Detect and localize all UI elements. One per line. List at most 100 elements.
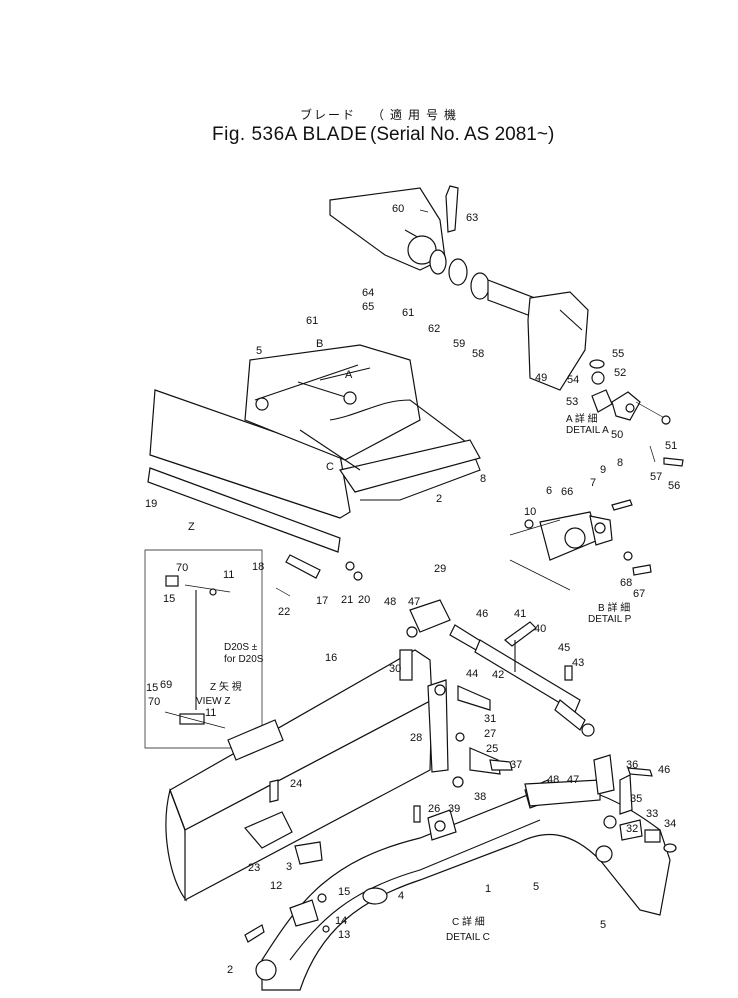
callout-40: 40 (534, 623, 546, 635)
marker-c: C (326, 461, 334, 473)
callout-25: 25 (486, 743, 498, 755)
callout-52: 52 (614, 367, 626, 379)
callout-62: 62 (428, 323, 440, 335)
callout-38: 38 (474, 791, 486, 803)
upper-blade (147, 344, 481, 597)
title-japanese: ブレード (300, 108, 357, 122)
detail-a-parts (589, 359, 684, 467)
callout-31: 31 (484, 713, 496, 725)
callout-26: 26 (428, 803, 440, 815)
callout-61: 61 (402, 307, 414, 319)
lower-blade (165, 649, 433, 902)
callout-42: 42 (492, 669, 504, 681)
callout-23: 23 (248, 862, 260, 874)
callout-56: 56 (668, 480, 680, 492)
callout-39: 39 (448, 803, 460, 815)
callout-48: 48 (547, 774, 559, 786)
marker-a: A (345, 369, 353, 381)
callout-44: 44 (466, 668, 478, 680)
callout-70: 70 (148, 696, 160, 708)
callout-8: 8 (617, 457, 623, 469)
detail-a-jp: A 詳 細 (566, 412, 598, 425)
callout-33: 33 (646, 808, 658, 820)
callout-2: 2 (227, 964, 233, 976)
callout-47: 47 (408, 596, 420, 608)
callout-48: 48 (384, 596, 396, 608)
callout-63: 63 (466, 212, 478, 224)
callout-3: 3 (286, 861, 292, 873)
callout-1: 1 (485, 883, 491, 895)
callout-7: 7 (590, 477, 596, 489)
callout-59: 59 (453, 338, 465, 350)
tilt-cylinder (406, 599, 595, 823)
callout-50: 50 (611, 429, 623, 441)
callout-5: 5 (600, 919, 606, 931)
callout-29: 29 (434, 563, 446, 575)
callout-5: 5 (533, 881, 539, 893)
callout-55: 55 (612, 348, 624, 360)
callout-24: 24 (290, 778, 302, 790)
callout-30: 30 (389, 663, 401, 675)
callout-54: 54 (567, 374, 579, 386)
detail-b-label: DETAIL P (588, 614, 632, 625)
callout-9: 9 (600, 464, 606, 476)
callout-27: 27 (484, 728, 496, 740)
callout-37: 37 (510, 759, 522, 771)
callout-35: 35 (630, 793, 642, 805)
callout-70: 70 (176, 562, 188, 574)
callout-15: 15 (338, 886, 350, 898)
callout-47: 47 (567, 774, 579, 786)
view-z-note-1: D20S ± (224, 642, 258, 653)
callout-4: 4 (398, 890, 404, 902)
lift-arm-upper (329, 185, 589, 391)
callout-46: 46 (658, 764, 670, 776)
detail-c-label: DETAIL C (446, 932, 490, 943)
callout-18: 18 (252, 561, 264, 573)
serial-japanese: （適用号機 (372, 108, 463, 122)
callout-49: 49 (535, 372, 547, 384)
view-z-jp: Z 矢 視 (210, 680, 242, 693)
callout-28: 28 (410, 732, 422, 744)
callout-58: 58 (472, 348, 484, 360)
callout-64: 64 (362, 287, 374, 299)
callout-19: 19 (145, 498, 157, 510)
marker-z: Z (188, 521, 195, 533)
callout-14: 14 (335, 915, 347, 927)
callout-34: 34 (664, 818, 676, 830)
figure-title: Fig. 536A BLADE (212, 124, 368, 145)
serial-range: (Serial No. AS 2081~) (370, 124, 555, 145)
detail-c-jp: C 詳 細 (452, 915, 485, 928)
callout-69: 69 (160, 679, 172, 691)
callout-15: 15 (163, 593, 175, 605)
callout-15: 15 (146, 682, 158, 694)
detail-a-label: DETAIL A (566, 425, 609, 436)
callout-51: 51 (665, 440, 677, 452)
callout-10: 10 (524, 506, 536, 518)
callout-11: 11 (223, 569, 234, 581)
callout-22: 22 (278, 606, 290, 618)
callout-67: 67 (633, 588, 645, 600)
view-z-label: VIEW Z (196, 696, 230, 707)
callout-5: 5 (256, 345, 262, 357)
callout-68: 68 (620, 577, 632, 589)
callout-12: 12 (270, 880, 282, 892)
callout-53: 53 (566, 396, 578, 408)
callout-46: 46 (476, 608, 488, 620)
callout-66: 66 (561, 486, 573, 498)
callout-21: 21 (341, 594, 353, 606)
callout-41: 41 (514, 608, 526, 620)
callout-60: 60 (392, 203, 404, 215)
callout-13: 13 (338, 929, 350, 941)
detail-b-parts (509, 499, 652, 591)
view-z-note-2: for D20S (224, 654, 264, 665)
callout-43: 43 (572, 657, 584, 669)
callout-65: 65 (362, 301, 374, 313)
detail-b-jp: B 詳 細 (598, 601, 630, 614)
callout-61: 61 (306, 315, 318, 327)
callout-32: 32 (626, 823, 638, 835)
callout-17: 17 (316, 595, 328, 607)
callout-57: 57 (650, 471, 662, 483)
c-frame (244, 754, 677, 991)
